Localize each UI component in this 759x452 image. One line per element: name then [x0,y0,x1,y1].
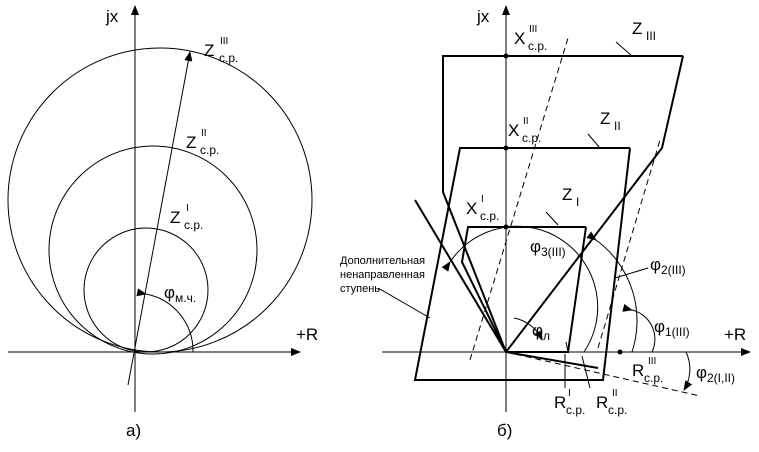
leader-extra-stage [377,287,431,319]
circle-z1 [83,227,209,353]
label-x3: X с.р. III [514,24,552,54]
phi3-arc [441,225,599,353]
dashed-line-phi2 [505,351,701,397]
leader-zII [587,133,601,149]
caption-b: б) [497,421,512,440]
zone-z1 [460,226,587,353]
label-z3-left: Z с.р. III [204,36,243,66]
point-r3 [617,349,623,355]
label-zII: Z II [600,109,621,133]
phi-mch-arc [136,288,194,353]
circle-z2 [48,145,258,355]
phi2-arc [586,231,638,353]
label-r3: R с.р. III [632,356,668,386]
label-phi3: φ 3(III) [530,237,566,259]
phi1-arc [622,303,656,353]
leader-phi2 [614,267,649,279]
point-x2 [503,145,509,151]
leader-zIII [615,41,633,57]
circle-z3 [7,47,313,353]
label-zIII: Z III [632,19,656,43]
label-phi2-12: φ 2(I,II) [696,363,735,385]
label-extra-stage: Дополнительная ненаправленная ступень [340,251,430,295]
label-zI: Z I [562,185,579,209]
left-r-label: +R [296,325,318,344]
zone-z2-left-edge [414,199,507,353]
label-r2: R с.р. II [596,388,632,418]
label-x2: X с.р. II [508,116,546,146]
zone-z2 [413,147,631,381]
right-jx-label: jx [476,7,490,26]
label-x1: X с.р. I [466,194,504,224]
r1-tick [565,341,569,353]
label-r1: R с.р. I [554,388,590,418]
leader-r2 [581,355,591,389]
leader-zI [545,211,559,226]
label-z2-left: Z с.р. II [186,128,224,158]
zone-z2-bottom-edge [505,351,599,369]
label-phi-mch: φ м.ч. [164,283,196,305]
caption-a: а) [126,421,141,440]
panel-b: jx +R X [340,5,751,440]
label-phi1: φ 1(III) [654,317,690,339]
phi2-12-arc [683,351,693,391]
dashed-line-angle [469,37,569,361]
right-r-label: +R [724,325,746,344]
phil-arc [513,317,543,341]
left-jx-label: jx [105,7,119,26]
zone-z3 [442,55,684,355]
panel-a: jx +R Z с.р. III Z с.р. II Z с.р. I φ м.… [7,5,318,440]
max-sensitivity-line [127,51,193,386]
label-phi2: φ 2(III) [650,255,686,277]
label-phil: φ л [532,321,550,343]
point-x3 [503,53,509,59]
dashed-line-right [597,139,661,349]
label-z1-left: Z с.р. I [170,203,208,233]
